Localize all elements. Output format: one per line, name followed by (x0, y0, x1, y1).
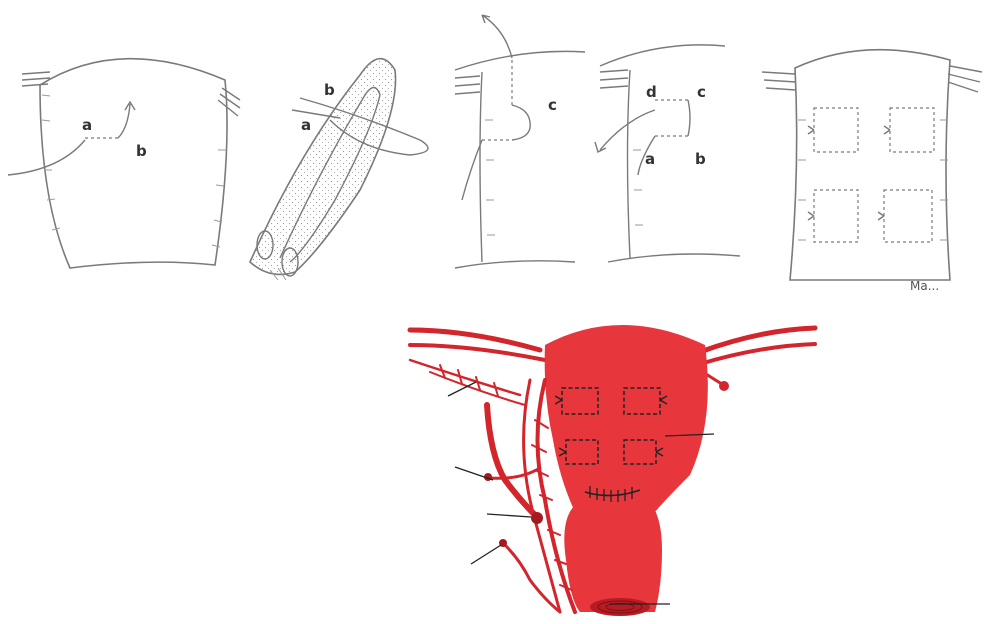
ligated-artery-end (531, 512, 543, 524)
panel-5-artist-signature: Ma... (910, 279, 939, 293)
panel-4-bottom (608, 254, 740, 262)
ligated-artery-segment (487, 405, 535, 515)
panel-1-label-b: b (136, 142, 147, 160)
panel-4-uterus-back: d c a b (595, 45, 740, 262)
uterus-cervix (564, 505, 662, 612)
panel-4-fundus (600, 45, 725, 66)
panel-1-left-tube-stump (22, 72, 50, 86)
colored-uterus-illustration (410, 325, 815, 616)
panel-2-uterus-outline (250, 59, 396, 275)
panel-1-uterus-outline (40, 59, 227, 268)
panel-4-label-b: b (695, 150, 706, 168)
panel-5-square-sutures: Ma... (762, 50, 982, 293)
panel-4-label-c: c (697, 83, 706, 101)
panel-4-suture-c-b (688, 100, 690, 136)
panel-1-label-a: a (82, 116, 92, 134)
panel-3-bottom (455, 261, 575, 268)
panel-4-label-d: d (646, 83, 657, 101)
uterus-body (545, 325, 708, 512)
panel-2-label-a: a (301, 116, 311, 134)
panel-4-hatching (600, 70, 643, 225)
panel-4-suture-arrow (595, 110, 655, 152)
cervical-os (590, 598, 650, 616)
panel-3-suture-exit (462, 140, 482, 200)
panel-3-label-c: c (548, 96, 557, 114)
panel-4-label-a: a (645, 150, 655, 168)
panel-3-uterus-back: c (455, 15, 585, 268)
pointer-descending-branch (471, 545, 501, 564)
panel-3-suture-arrow (482, 15, 512, 58)
panel-3-fundus (455, 51, 585, 70)
right-ovary-stub (719, 381, 729, 391)
panel-2-uterus-lateral: b a (250, 59, 428, 280)
pointer-artery-end (487, 514, 531, 517)
panel-3-left-edge (480, 72, 482, 262)
panel-4-left-edge (628, 70, 631, 258)
panel-3-suture-curve (512, 105, 530, 140)
panel-5-uterus-outline (790, 50, 950, 280)
panel-1-uterus-front: a b (8, 59, 240, 268)
panel-2-label-b: b (324, 81, 335, 99)
panel-3-hatching (455, 76, 495, 235)
